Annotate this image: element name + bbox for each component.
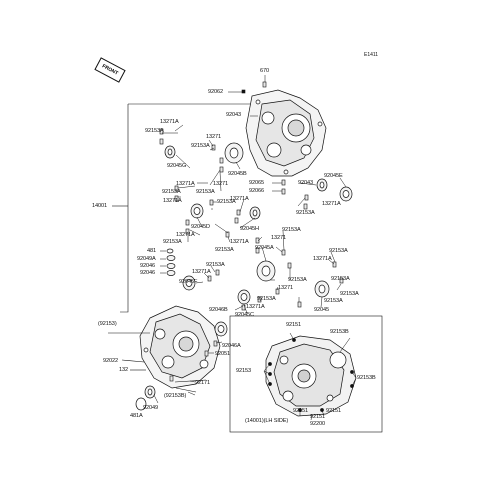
seal-92049a	[166, 255, 176, 261]
label-92153a-9: 92153A	[282, 227, 301, 233]
ring-481a	[135, 397, 147, 411]
label-92171: 92171	[195, 380, 211, 386]
bearing-92045d	[190, 203, 204, 219]
label-92045f: 92045F	[179, 279, 198, 285]
label-92153a-12: 92153A	[288, 277, 307, 283]
label-92153a-7: 92153A	[163, 239, 182, 245]
washer-92046-a	[166, 263, 176, 269]
label-14001: 14001	[92, 203, 108, 209]
bearings	[135, 142, 353, 411]
label-13271a-2: 13271A	[176, 181, 195, 187]
label-481a: 481A	[130, 413, 143, 419]
label-13271a-1: 13271A	[160, 119, 179, 125]
seal-92049	[144, 385, 156, 399]
bearing-92045e	[339, 186, 353, 202]
label-92066: 92066	[249, 188, 265, 194]
label-92043-a: 92043	[226, 112, 242, 118]
label-92062: 92062	[208, 89, 224, 95]
label-13271a-10: 13271A	[246, 304, 265, 310]
label-92046a: 92046A	[222, 343, 241, 349]
bearing-92046b	[214, 321, 228, 337]
label-13271a-8: 13271A	[313, 256, 332, 262]
right-crankcase-half	[245, 89, 327, 177]
label-92153-inset: 92153	[236, 368, 252, 374]
label-92153a-4: 92153A	[296, 210, 315, 216]
label-92153a-14: 92153A	[340, 291, 359, 297]
label-92045e: 92045E	[324, 173, 343, 179]
label-92151-c: 92151	[326, 408, 342, 414]
label-92151-d: 92151	[310, 414, 326, 420]
label-13271a-5: 13271A	[230, 196, 249, 202]
label-13271a-6: 13271A	[176, 232, 195, 238]
label-92153a-13: 92153A	[331, 276, 350, 282]
label-481: 481	[147, 248, 157, 254]
bearing-92043	[316, 178, 328, 192]
leader-lines	[153, 75, 347, 404]
label-92200: 92200	[310, 421, 326, 427]
label-92153a-3: 92153A	[196, 189, 215, 195]
label-92153b-2: 92153B	[357, 375, 376, 381]
label-92049: 92049	[143, 405, 159, 411]
label-13271-3: 13271	[271, 235, 287, 241]
label-92046-b: 92046	[140, 270, 156, 276]
label-92153a-2: 92153A	[191, 143, 210, 149]
label-92022: 92022	[103, 358, 119, 364]
label-92153b-1: 92153B	[330, 329, 349, 335]
label-13271-1: 13271	[206, 134, 222, 140]
bearing-92045a	[256, 260, 276, 282]
label-92153a-8: 92153A	[215, 247, 234, 253]
label-92153a-5: 92153A	[162, 189, 181, 195]
ref-code: E1411	[364, 52, 379, 58]
label-92153-paren: (92153)	[98, 321, 117, 327]
label-92045h: 92045H	[240, 226, 259, 232]
lh-side-inset	[229, 315, 383, 433]
bearing-92045c	[237, 289, 251, 305]
washer-92046-b	[166, 270, 176, 276]
label-92153a-16: 92153A	[324, 298, 343, 304]
label-92151-b: 92151	[293, 408, 309, 414]
label-92151-a: 92151	[286, 322, 302, 328]
label-92043-b: 92043	[298, 180, 314, 186]
label-92065: 92065	[249, 180, 265, 186]
inset-caption: (14001)(LH SIDE)	[245, 418, 289, 424]
label-13271-4: 13271	[278, 285, 294, 291]
label-92045g: 92045G	[167, 163, 187, 169]
label-92051: 92051	[215, 351, 231, 357]
label-13271a-9: 13271A	[192, 269, 211, 275]
bearing-92045g	[164, 145, 176, 159]
label-92049a: 92049A	[137, 256, 156, 262]
assembly-bracket	[112, 103, 270, 313]
label-92045c: 92045C	[235, 312, 254, 318]
label-92046b: 92046B	[209, 307, 228, 313]
label-13271a-7: 13271A	[230, 239, 249, 245]
label-13271a-3: 13271A	[322, 201, 341, 207]
label-92153b-paren: (92153B)	[164, 393, 187, 399]
label-92153a-11: 92153A	[206, 262, 225, 268]
label-670: 670	[260, 68, 270, 74]
label-13271a-4: 13271A	[163, 198, 182, 204]
ring-481	[166, 248, 174, 254]
label-92045b: 92045B	[228, 171, 247, 177]
bearing-92045h	[249, 206, 261, 220]
bearing-92045	[314, 280, 330, 298]
label-92045d: 92045D	[191, 224, 210, 230]
label-13271-2: 13271	[213, 181, 229, 187]
bearing-92045f	[182, 275, 196, 291]
label-92046-a: 92046	[140, 263, 156, 269]
label-92153a-1: 92153A	[145, 128, 164, 134]
screws	[108, 81, 344, 393]
label-92153a-15: 92153A	[257, 296, 276, 302]
left-crankcase-half	[139, 305, 221, 389]
bearing-92045b	[224, 142, 244, 164]
label-92045: 92045	[314, 307, 330, 313]
label-92153a-6: 92153A	[217, 199, 236, 205]
label-132: 132	[119, 367, 129, 373]
label-92153a-10: 92153A	[329, 248, 348, 254]
label-92045a: 92045A	[255, 245, 274, 251]
